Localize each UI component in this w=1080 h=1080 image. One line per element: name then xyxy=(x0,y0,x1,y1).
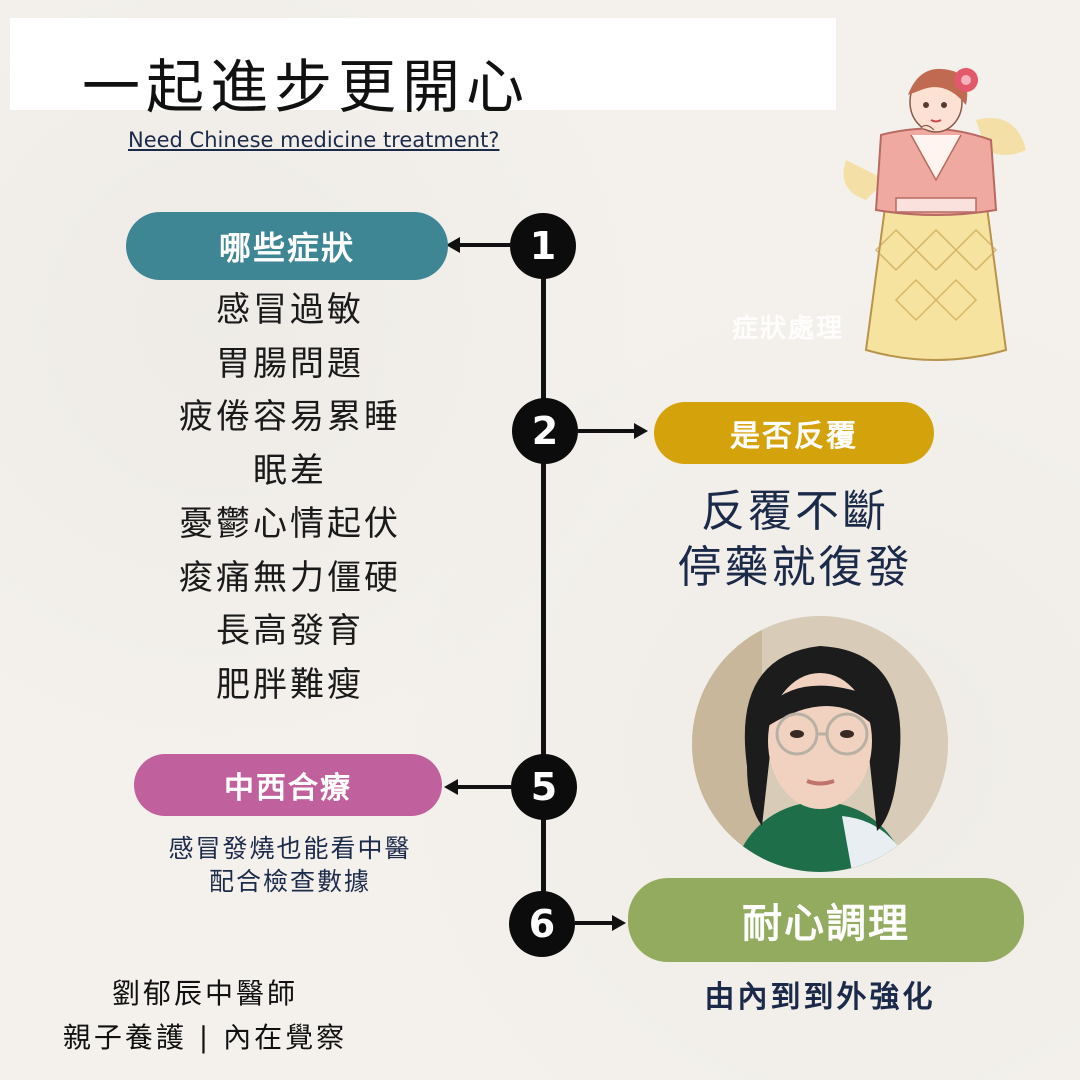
symptom-item: 肥胖難瘦 xyxy=(216,664,364,705)
integration-line-2: 配合檢查數據 xyxy=(208,867,371,896)
faint-overlay-text: 症狀處理 xyxy=(732,314,845,344)
step-6-badge: 6 xyxy=(509,891,575,957)
step-2-badge: 2 xyxy=(512,398,578,464)
recurrence-line-1: 反覆不斷 xyxy=(701,486,889,537)
integration-line-1: 感冒發燒也能看中醫 xyxy=(168,834,412,863)
portrait-photo-icon xyxy=(692,616,948,872)
symptom-item: 眠差 xyxy=(253,450,327,491)
step-5-arrow xyxy=(456,785,512,789)
doctor-signature: 劉郁辰中醫師 親子養護 | 內在覺察 xyxy=(40,972,370,1060)
care-text: 由內到到外強化 xyxy=(704,980,936,1015)
step-5-badge: 5 xyxy=(511,754,577,820)
arrow-left-icon xyxy=(444,779,458,795)
step-1-pill: 哪些症狀 xyxy=(126,212,448,280)
page-subtitle: Need Chinese medicine treatment? xyxy=(128,128,500,152)
page-title: 一起進步更開心 xyxy=(82,53,531,121)
integration-text: 感冒發燒也能看中醫 配合檢查數據 xyxy=(140,832,440,898)
illustration-lady-icon xyxy=(843,68,1026,361)
timeline-line xyxy=(541,248,546,928)
symptom-item: 痠痛無力僵硬 xyxy=(179,557,401,598)
recurrence-text: 反覆不斷 停藥就復發 xyxy=(640,484,950,596)
signature-line-2: 親子養護 | 內在覺察 xyxy=(62,1021,348,1054)
symptom-item: 感冒過敏 xyxy=(216,290,364,330)
step-6-pill: 耐心調理 xyxy=(628,878,1024,962)
step-2-arrow xyxy=(576,429,636,433)
symptom-item: 疲倦容易累睡 xyxy=(179,397,401,437)
step-1-arrow xyxy=(458,243,512,247)
recurrence-line-2: 停藥就復發 xyxy=(677,542,913,593)
step-5-pill: 中西合療 xyxy=(134,754,442,816)
symptom-item: 胃腸問題 xyxy=(216,343,364,384)
symptom-item: 憂鬱心情起伏 xyxy=(179,504,401,544)
arrow-left-icon xyxy=(446,237,460,253)
step-6-arrow xyxy=(575,921,613,925)
symptom-list: 感冒過敏 胃腸問題 疲倦容易累睡 眠差 憂鬱心情起伏 痠痛無力僵硬 長高發育 肥… xyxy=(150,284,430,712)
signature-line-1: 劉郁辰中醫師 xyxy=(111,977,298,1010)
doctor-portrait xyxy=(692,616,948,872)
title-banner: 一起進步更開心 xyxy=(10,18,836,121)
step-2-pill: 是否反覆 xyxy=(654,402,934,464)
arrow-right-icon xyxy=(634,423,648,439)
step-1-badge: 1 xyxy=(510,213,576,279)
symptom-item: 長高發育 xyxy=(216,611,364,651)
arrow-right-icon xyxy=(612,915,626,931)
